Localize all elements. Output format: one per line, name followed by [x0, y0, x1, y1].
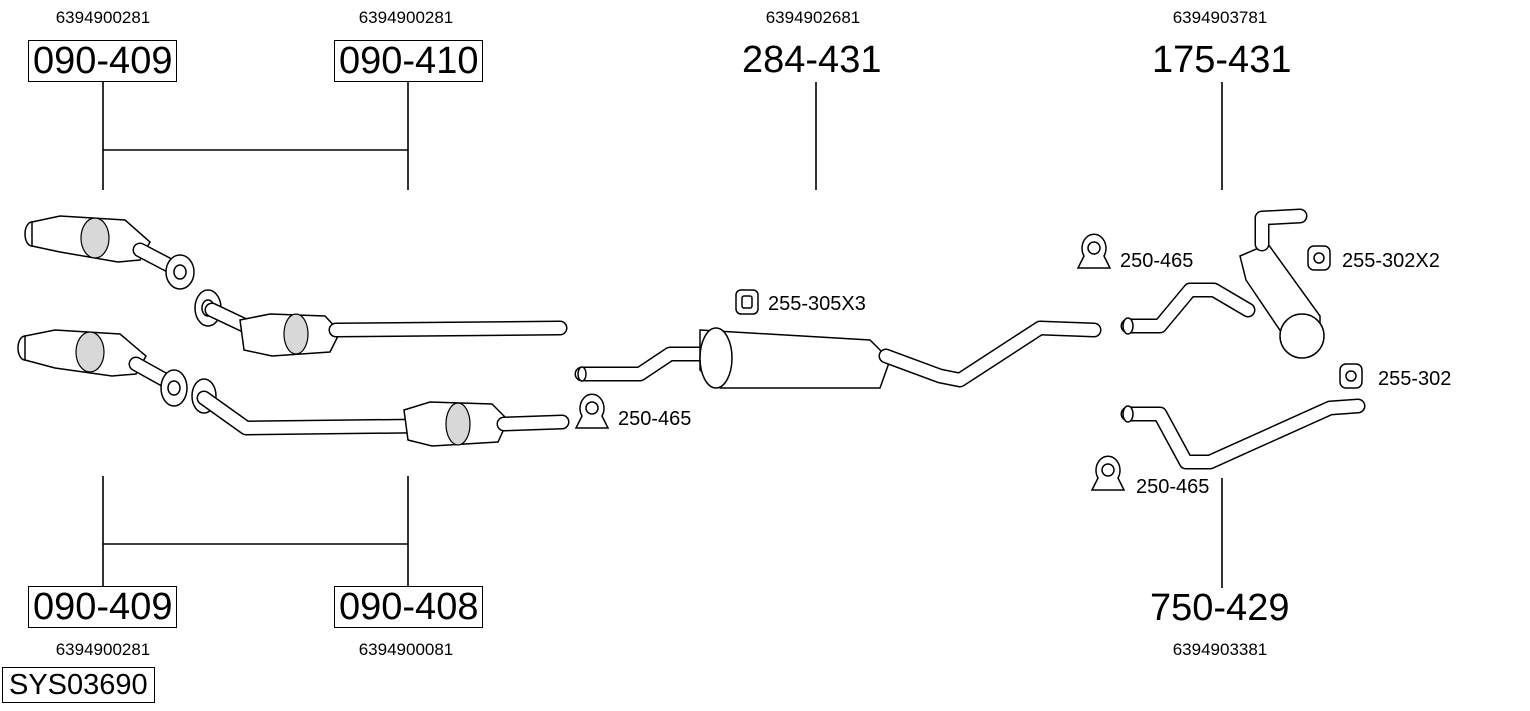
- accessory-clamp-rear-top[interactable]: 250-465: [1120, 250, 1194, 272]
- part-number-p4[interactable]: 175-431: [1152, 39, 1292, 81]
- accessory-clamp-mid[interactable]: 250-465: [618, 408, 692, 430]
- leader-lines: [102, 82, 1223, 588]
- clamp-icon: [1090, 455, 1126, 491]
- tail-pipe: [1120, 398, 1366, 470]
- part-number-p5[interactable]: 090-409: [28, 586, 178, 628]
- front-pipe-lower: [191, 378, 570, 447]
- center-muffler: [574, 320, 1102, 389]
- oem-number-p5: 6394900281: [55, 640, 151, 659]
- oem-number-p2: 6394900281: [358, 8, 454, 27]
- hanger-icon: [1339, 363, 1363, 389]
- part-number-p6[interactable]: 090-408: [334, 586, 484, 628]
- part-number-p1[interactable]: 090-409: [28, 40, 178, 82]
- rear-muffler: [1120, 208, 1325, 359]
- accessory-clamp-rear-low[interactable]: 250-465: [1136, 476, 1210, 498]
- part-number-p7[interactable]: 750-429: [1150, 587, 1290, 629]
- hanger-icon: [1307, 245, 1331, 271]
- part-number-p2[interactable]: 090-410: [334, 40, 484, 82]
- accessory-hanger-rear-low[interactable]: 255-302: [1378, 368, 1452, 390]
- oem-number-p6: 6394900081: [358, 640, 454, 659]
- clamp-icon: [574, 393, 610, 429]
- part-number-p3[interactable]: 284-431: [742, 39, 882, 81]
- hanger-icon: [735, 289, 759, 315]
- system-code: SYS03690: [2, 667, 155, 703]
- accessory-hanger-mid[interactable]: 255-305X3: [768, 293, 866, 315]
- accessory-hanger-rear-top[interactable]: 255-302X2: [1342, 250, 1440, 272]
- oem-number-p3: 6394902681: [765, 8, 861, 27]
- oem-number-p4: 6394903781: [1172, 8, 1268, 27]
- oem-number-p7: 6394903381: [1172, 640, 1268, 659]
- catalytic-converter-upper-left: [24, 215, 195, 290]
- oem-number-p1: 6394900281: [55, 8, 151, 27]
- catalytic-converter-lower-left: [17, 329, 188, 407]
- front-pipe-upper: [194, 289, 568, 357]
- clamp-icon: [1076, 233, 1112, 269]
